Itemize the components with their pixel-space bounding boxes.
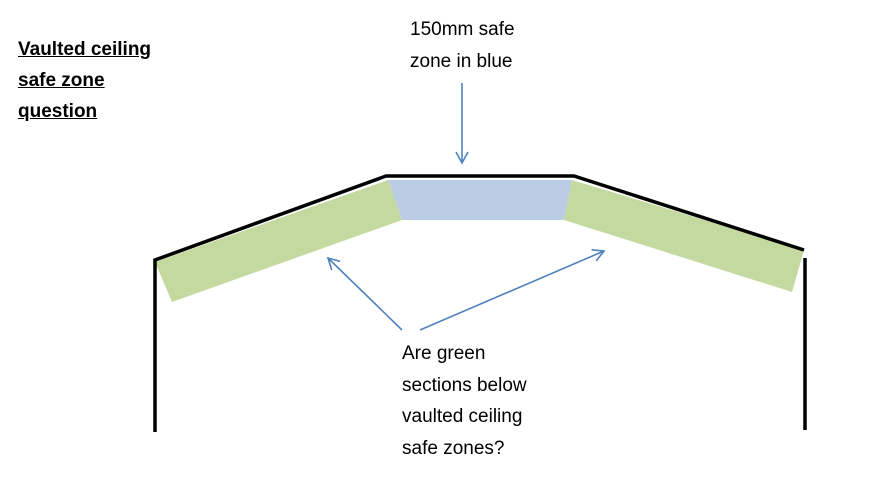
safe-zone-note: 150mm safe zone in blue [410, 14, 550, 78]
green-section-left [155, 180, 402, 302]
note-line: vaulted ceiling [402, 406, 523, 427]
title-line: safe zone [18, 70, 105, 91]
title-line: question [18, 101, 98, 122]
green-section-right [564, 180, 804, 292]
note-line: zone in blue [410, 51, 513, 72]
ceiling-outline [153, 174, 805, 432]
note-line: safe zones? [402, 437, 505, 459]
note-line: sections below [402, 374, 527, 396]
green-sections-question: Are green sections below vaulted ceiling… [402, 338, 602, 464]
title-line: Vaulted ceiling [18, 39, 152, 60]
arrow-to-left-green [326, 256, 403, 331]
diagram-title: Vaulted ceiling safe zone question [18, 34, 218, 127]
note-line: Are green [402, 343, 486, 364]
blue-safe-zone [388, 180, 572, 220]
note-line: 150mm safe [410, 19, 515, 40]
arrow-to-right-green [419, 249, 606, 331]
